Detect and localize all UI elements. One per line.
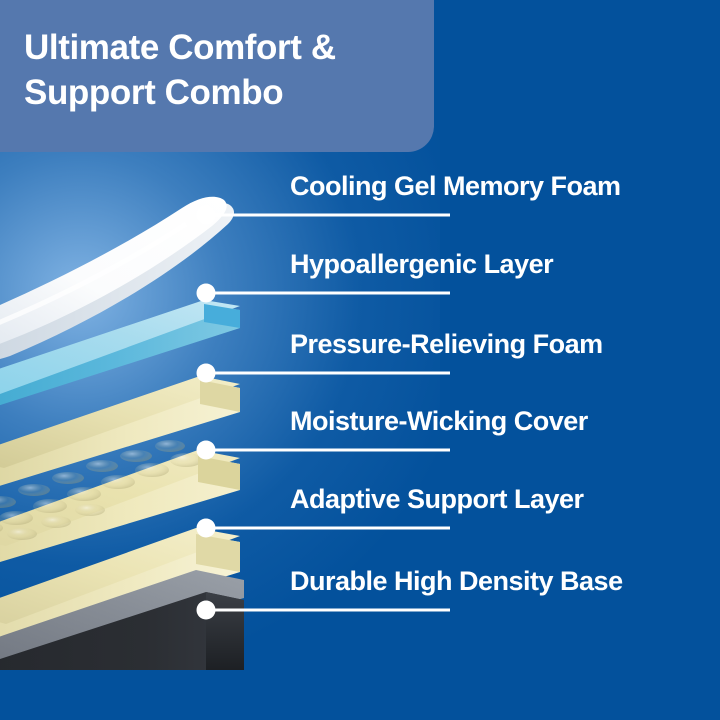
- callout-label-text: Moisture-Wicking Cover: [290, 406, 588, 436]
- layer-pressure-relieving-foam: [0, 376, 240, 486]
- callout-dot-icon: [196, 205, 216, 225]
- callout-dot-icon: [196, 283, 216, 303]
- egg-crate-texture: [0, 440, 202, 540]
- callout-label-text: Adaptive Support Layer: [290, 484, 584, 514]
- callout-line: [206, 213, 450, 217]
- title-banner: Ultimate Comfort & Support Combo: [0, 0, 434, 152]
- layer-cooling-gel-memory-foam: [0, 196, 234, 359]
- callout-label-text: Cooling Gel Memory Foam: [290, 171, 621, 201]
- callout-dot-icon: [196, 363, 216, 383]
- page-title: Ultimate Comfort & Support Combo: [24, 28, 336, 112]
- callout-line: [206, 371, 450, 375]
- callout-line: [206, 291, 450, 295]
- callout-dot-icon: [196, 518, 216, 538]
- layer-durable-high-density-base: [0, 570, 244, 670]
- callout-label-text: Durable High Density Base: [290, 566, 623, 596]
- layer-hypoallergenic-layer: [0, 300, 240, 406]
- layer-moisture-wicking-cover: [0, 440, 240, 562]
- callout-line: [206, 448, 450, 452]
- callout-label-text: Hypoallergenic Layer: [290, 249, 554, 279]
- callout-dot-icon: [196, 440, 216, 460]
- callout-label-text: Pressure-Relieving Foam: [290, 329, 603, 359]
- callout-line: [206, 526, 450, 530]
- callout-line: [206, 608, 450, 612]
- mattress-layer-stack: [0, 150, 300, 670]
- callout-dot-icon: [196, 600, 216, 620]
